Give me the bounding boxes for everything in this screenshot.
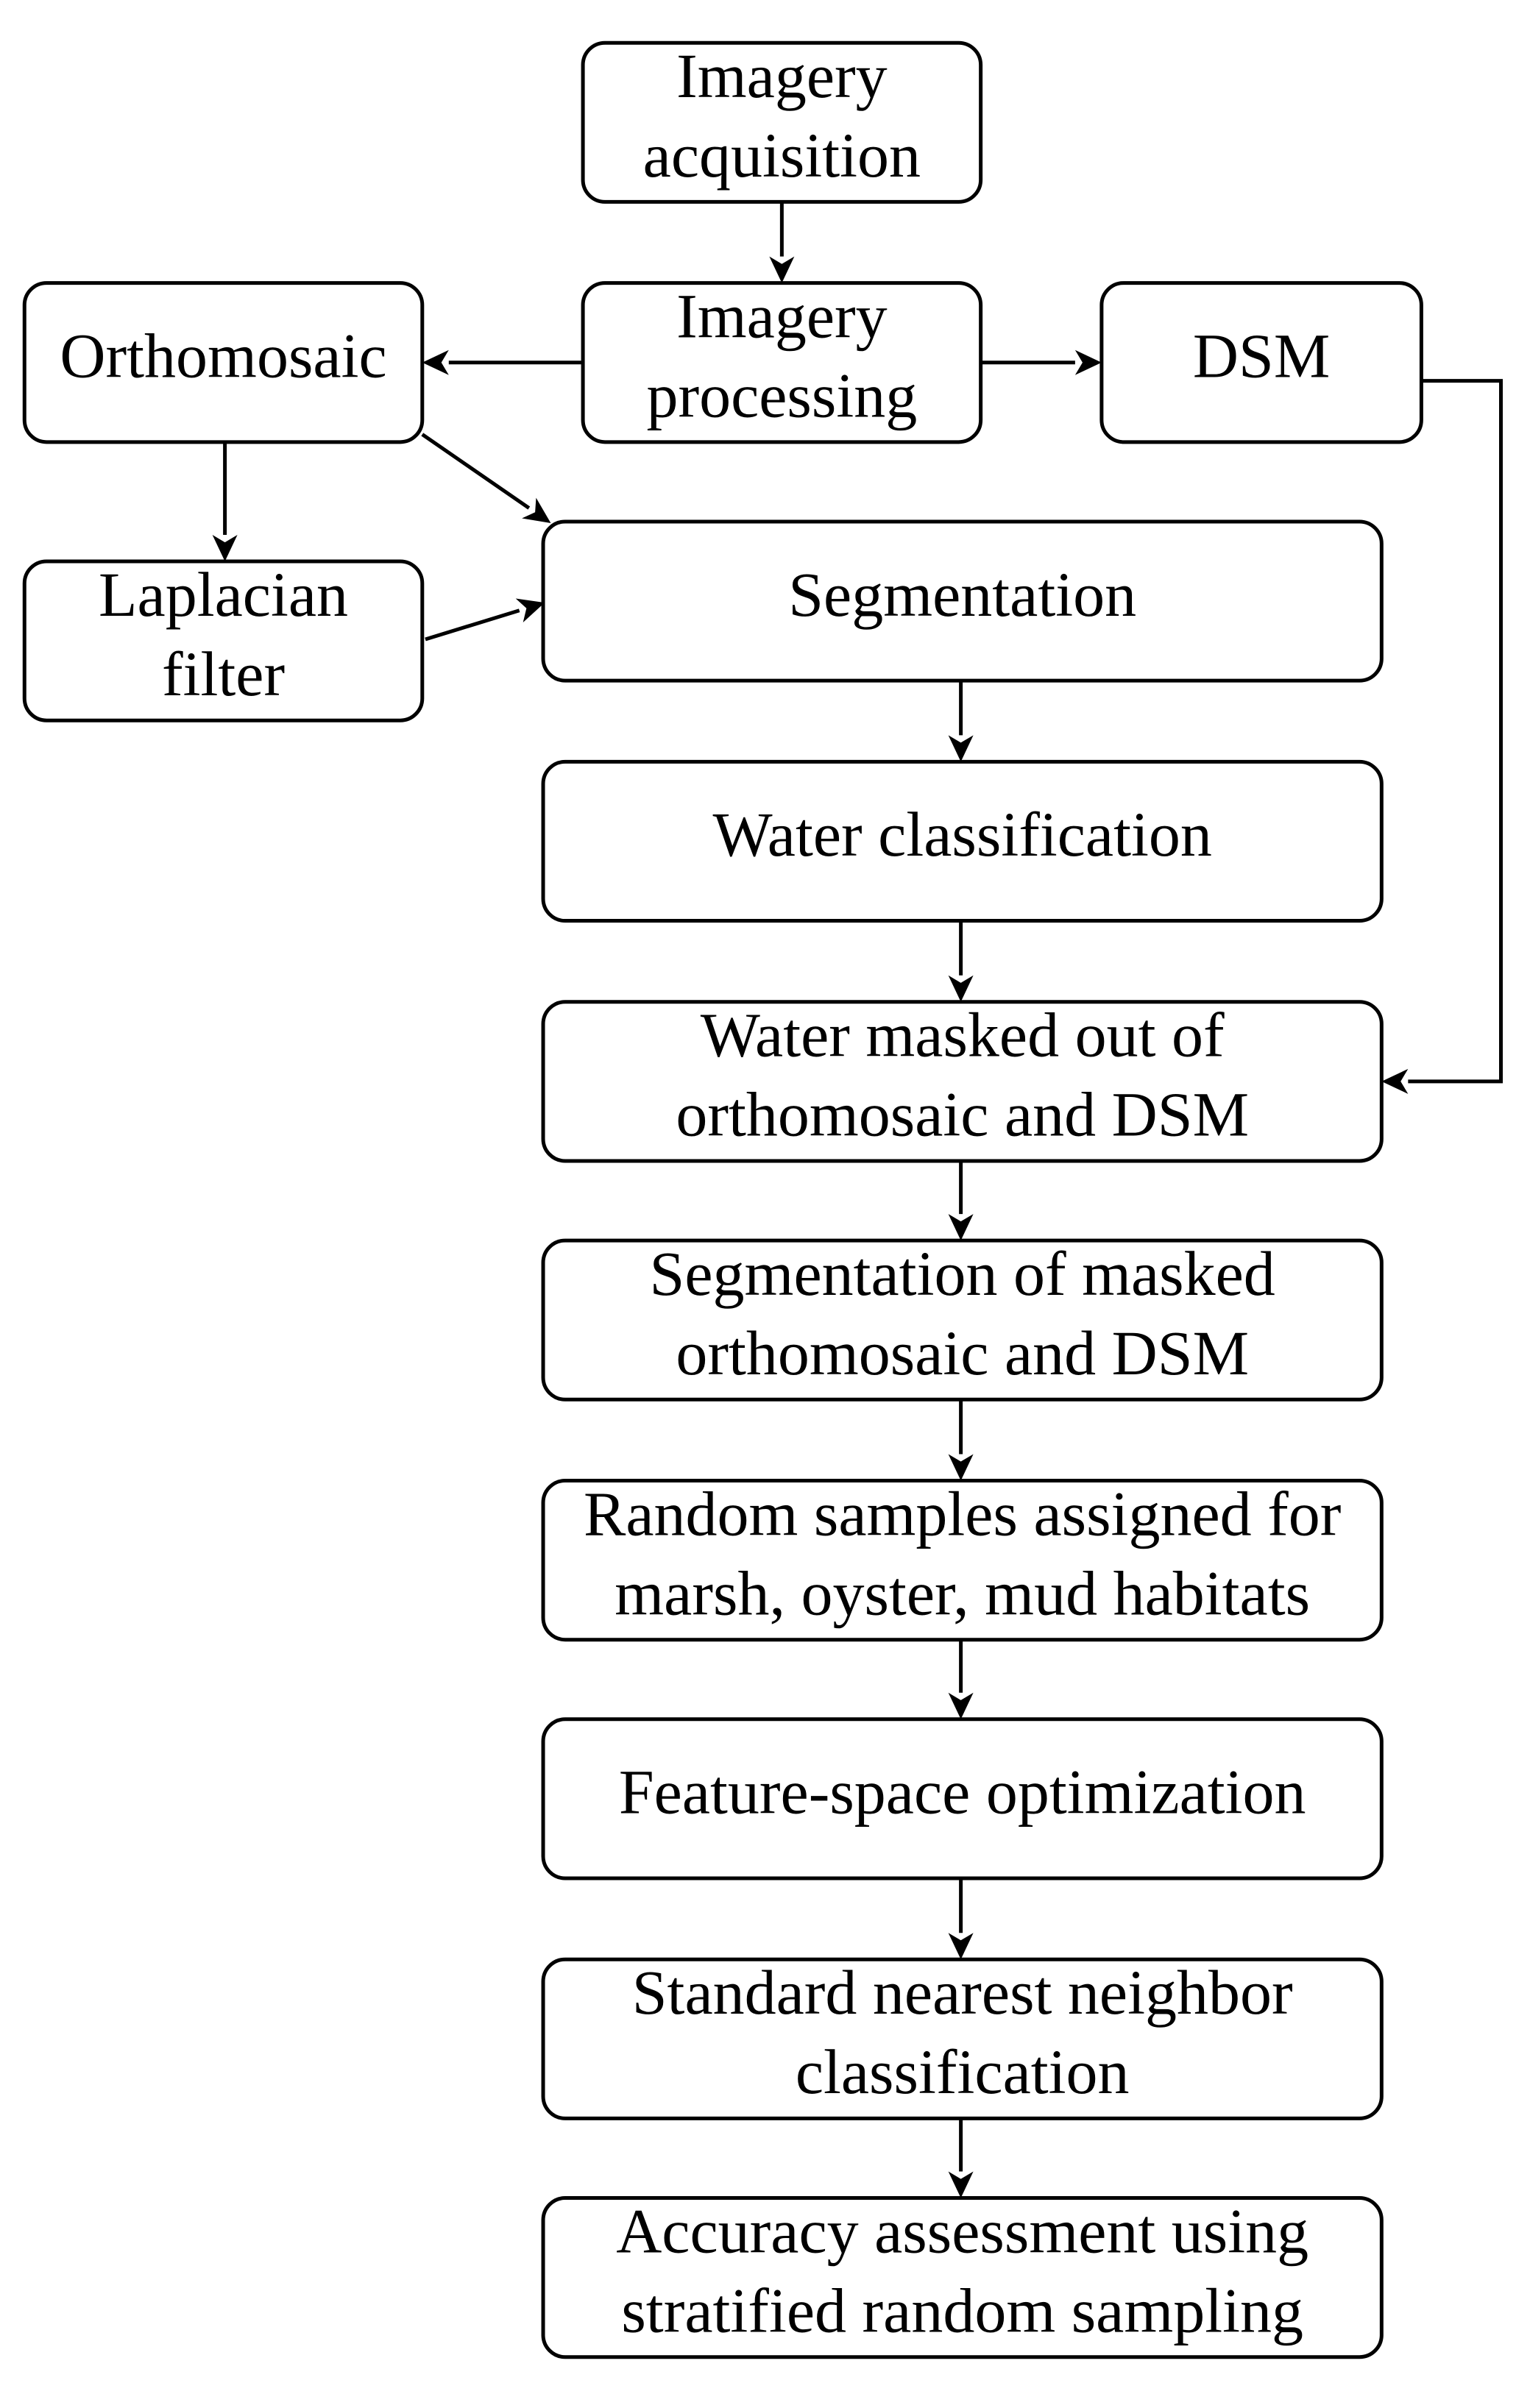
node-label: Segmentation of masked — [650, 1238, 1275, 1309]
edge-imagery-processing-to-orthomosaic — [422, 349, 584, 375]
nodes-layer: ImageryacquisitionImageryprocessingOrtho… — [22, 40, 1423, 2359]
node-label: Water masked out of — [701, 1000, 1225, 1070]
arrowhead — [1074, 349, 1102, 375]
edge-orthomosaic-to-laplacian-filter — [212, 441, 238, 561]
arrowhead — [1381, 1068, 1409, 1094]
node-box — [22, 281, 425, 444]
arrowhead — [948, 975, 974, 1002]
node-label: Random samples assigned for — [584, 1478, 1341, 1549]
node-box — [541, 2196, 1384, 2359]
node-laplacian-filter: Laplacian filter — [22, 559, 425, 722]
node-label: Segmentation — [788, 559, 1136, 630]
node-box — [541, 759, 1384, 923]
node-nearest-neighbor: Standard nearest neighbor classification — [541, 1957, 1384, 2120]
node-box — [541, 1478, 1384, 1642]
edge-random-samples-to-feature-space — [948, 1639, 974, 1719]
node-orthomosaic: Orthomosaic — [22, 281, 425, 444]
node-label: Feature-space optimization — [619, 1757, 1306, 1828]
node-imagery-processing: Imagery processing — [581, 280, 983, 444]
edge-dsm-to-water-masked — [1381, 379, 1503, 1094]
edge-line — [421, 433, 531, 510]
node-segmentation: Segmentation — [541, 519, 1384, 683]
node-box — [581, 40, 983, 204]
node-box — [541, 1000, 1384, 1163]
node-label: acquisition — [643, 120, 921, 191]
node-label: orthomosaic and DSM — [676, 1079, 1249, 1150]
arrowhead — [948, 1214, 974, 1241]
arrowhead — [769, 256, 795, 283]
edge-line — [1408, 379, 1503, 1084]
node-box — [541, 519, 1384, 683]
node-label: filter — [162, 639, 285, 709]
edge-imagery-processing-to-dsm — [980, 349, 1102, 375]
node-box — [581, 281, 983, 444]
node-label: Accuracy assessment using — [616, 2195, 1308, 2266]
node-box — [541, 1238, 1384, 1402]
node-label: marsh, oyster, mud habitats — [615, 1558, 1310, 1628]
node-box — [22, 559, 425, 722]
arrowhead — [422, 349, 449, 375]
node-label: Orthomosaic — [60, 320, 386, 391]
node-label: orthomosaic and DSM — [676, 1318, 1249, 1388]
node-label: DSM — [1193, 320, 1330, 391]
arrowhead — [948, 1692, 974, 1719]
edge-water-classification-to-water-masked — [948, 920, 974, 1002]
edges-layer — [212, 202, 1503, 2198]
node-box — [541, 1957, 1384, 2120]
arrowhead — [212, 534, 238, 561]
edge-imagery-acquisition-to-imagery-processing — [769, 202, 795, 283]
node-water-classification: Water classification — [541, 759, 1384, 923]
node-dsm: DSM — [1099, 281, 1423, 444]
node-accuracy-assessment: Accuracy assessment using stratified rand… — [541, 2195, 1384, 2359]
arrowhead — [948, 1454, 974, 1481]
node-label: Standard nearest neighbor — [632, 1957, 1293, 2028]
node-label: classification — [796, 2036, 1130, 2107]
node-label: processing — [646, 360, 917, 430]
arrowhead — [948, 1933, 974, 1960]
edge-orthomosaic-to-segmentation — [421, 433, 551, 524]
node-water-masked: Water masked out of orthomosaic and DSM — [541, 1000, 1384, 1163]
node-box — [1099, 281, 1423, 444]
node-label: Imagery — [676, 280, 888, 351]
node-feature-space: Feature-space optimization — [541, 1717, 1384, 1880]
node-label: Laplacian — [99, 559, 348, 630]
node-segmentation-masked: Segmentation of masked orthomosaic and DS… — [541, 1238, 1384, 1402]
arrowhead — [948, 2171, 974, 2198]
edge-water-masked-to-segmentation-masked — [948, 1160, 974, 1241]
node-box — [541, 1717, 1384, 1880]
node-label: Water classification — [712, 799, 1211, 870]
node-label: Imagery — [676, 40, 888, 111]
edge-segmentation-masked-to-random-samples — [948, 1399, 974, 1481]
edge-feature-space-to-nearest-neighbor — [948, 1878, 974, 1960]
edge-nearest-neighbor-to-accuracy-assessment — [948, 2118, 974, 2198]
arrowhead — [948, 735, 974, 762]
edge-line — [425, 608, 520, 642]
edge-segmentation-to-water-classification — [948, 681, 974, 762]
arrowhead — [522, 497, 551, 524]
node-label: stratified random sampling — [621, 2275, 1303, 2345]
edge-laplacian-filter-to-segmentation — [425, 598, 545, 642]
node-imagery-acquisition: Imagery acquisition — [581, 40, 983, 204]
arrowhead — [515, 598, 545, 622]
node-random-samples: Random samples assigned for marsh, oyster… — [541, 1478, 1384, 1642]
